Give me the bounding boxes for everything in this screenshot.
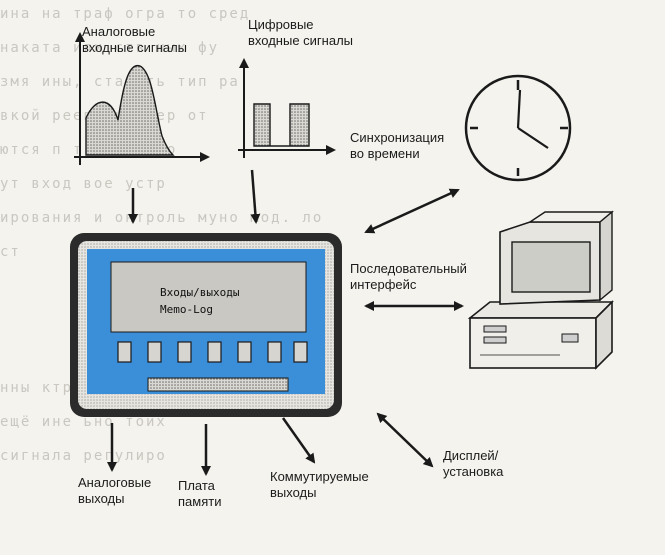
background-text: наката или ств ных фу xyxy=(0,40,220,56)
memo-log-device xyxy=(70,233,342,417)
digital-signal-graph xyxy=(238,58,336,158)
analog-inputs-label: Аналоговые входные сигналы xyxy=(82,24,187,55)
background-text: ина на траф огра то сред xyxy=(0,6,251,22)
serial-interface-label: Последовательный интерфейс xyxy=(350,261,467,292)
memory-board-label: Плата памяти xyxy=(178,478,222,509)
connector-arrows xyxy=(107,169,464,476)
clock-icon xyxy=(464,74,572,182)
channel-key-row xyxy=(117,341,308,363)
analog-outputs-label: Аналоговые выходы xyxy=(78,475,152,506)
background-text: сигнала регулиро xyxy=(0,448,167,464)
display-setup-label: Дисплей/ установка xyxy=(443,448,504,479)
background-text: ут вход вое устр xyxy=(0,176,167,192)
background-text: ст xyxy=(0,244,21,260)
time-sync-label: Синхронизация во времени xyxy=(350,130,445,161)
background-text: ещё ине ьно тоих xyxy=(0,414,167,430)
switched-outputs-label: Коммутируемые выходы xyxy=(270,469,369,500)
background-text: ирования и онтроль муно мод. ло xyxy=(0,210,324,226)
device-screen-title: Входы/выходы Memo-Log xyxy=(160,286,240,316)
analog-signal-graph xyxy=(74,32,210,165)
background-text: змя ины, ставить тип ра xyxy=(0,74,240,90)
digital-inputs-label: Цифровые входные сигналы xyxy=(248,17,353,48)
computer-icon xyxy=(467,210,614,370)
